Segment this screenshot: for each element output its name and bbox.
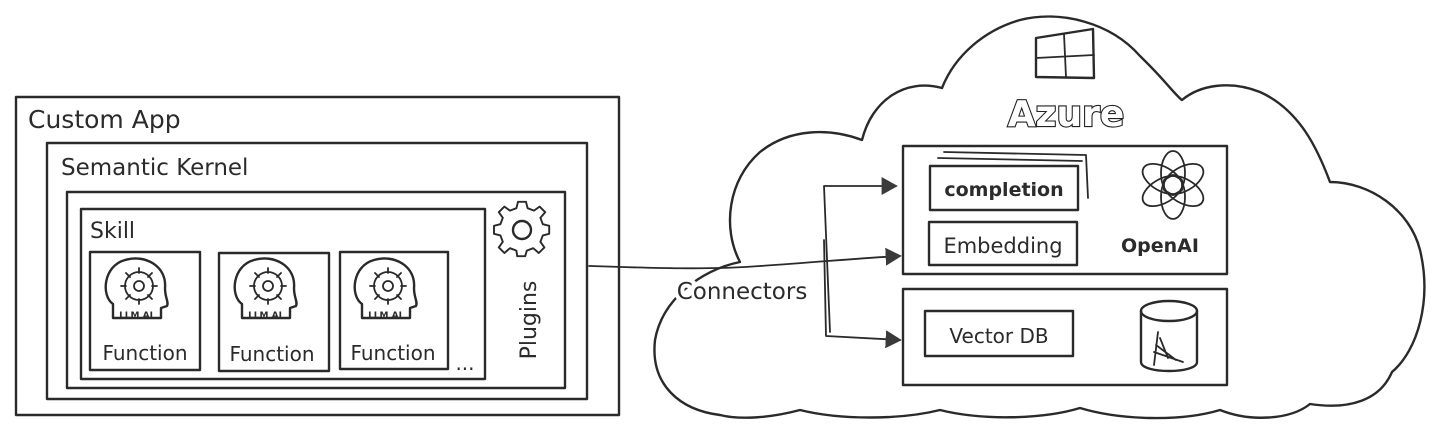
connector-main-line (588, 247, 902, 270)
connector-branch-bottom (823, 239, 902, 349)
openai-logo-icon (1141, 150, 1205, 220)
svg-text:LLM AI: LLM AI (119, 311, 153, 321)
connectors-label: Connectors (677, 279, 808, 305)
completion-card (928, 164, 1080, 212)
semantic-kernel-box (45, 141, 589, 401)
windows-icon (1034, 27, 1096, 80)
function-card: LLM AI Function (88, 250, 202, 372)
embedding-card (927, 220, 1079, 267)
custom-app-title: Custom App (28, 105, 181, 134)
custom-app-box (14, 95, 621, 417)
vector-db-label: Vector DB (949, 324, 1048, 348)
function-label: Function (229, 342, 314, 366)
skill-box (79, 207, 487, 381)
function-label: Function (102, 341, 187, 365)
openai-box (901, 144, 1229, 276)
completion-stack: completion (928, 151, 1089, 212)
azure-title: Azure (1008, 94, 1125, 135)
brain-gear-icon: LLM AI (104, 257, 169, 321)
connector-branch-top (823, 177, 898, 333)
database-icon (1139, 299, 1199, 373)
svg-text:LLM AI: LLM AI (248, 311, 282, 321)
semantic-kernel-title: Semantic Kernel (61, 155, 248, 181)
plugins-box (65, 190, 567, 390)
vector-db-box (901, 287, 1229, 387)
embedding-label: Embedding (943, 234, 1062, 258)
function-card: LLM AI Function (217, 251, 331, 373)
function-label: Function (350, 341, 435, 365)
svg-text:LLM AI: LLM AI (368, 311, 402, 321)
plugins-label: Plugins (517, 281, 542, 360)
brain-gear-icon: LLM AI (353, 257, 418, 321)
openai-label: OpenAI (1121, 235, 1199, 257)
skill-title: Skill (90, 219, 135, 244)
completion-label: completion (944, 179, 1063, 201)
brain-gear-icon: LLM AI (233, 257, 298, 321)
gear-icon (493, 200, 551, 258)
azure-cloud (653, 15, 1426, 420)
function-card: LLM AI Function (338, 250, 450, 371)
vector-db-card (923, 309, 1075, 358)
more-functions-ellipsis: ... (455, 351, 474, 375)
